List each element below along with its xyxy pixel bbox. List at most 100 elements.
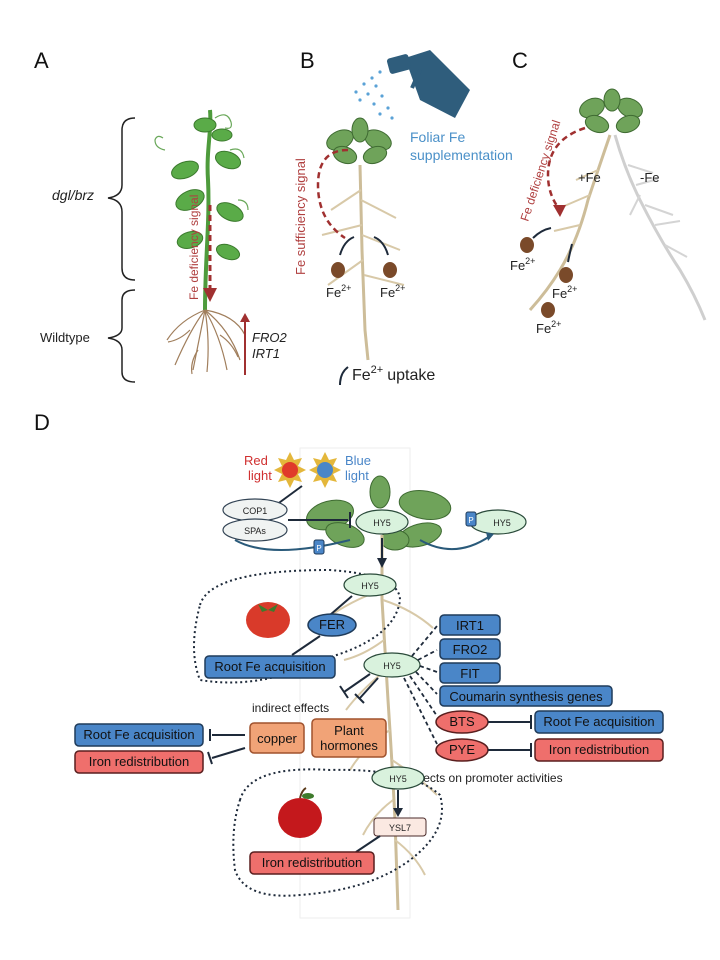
irt1-box [439, 614, 501, 636]
red-light-label-2: light [248, 468, 272, 483]
iron-redis-apple [249, 851, 375, 875]
hy5-phospho-label: HY5 [493, 518, 511, 528]
sufficiency-signal-label: Fe sufficiency signal [293, 158, 308, 275]
deficiency-arrow-head [203, 288, 217, 302]
ysl7-to-redis-arrow [355, 835, 381, 853]
coumarin-box [439, 685, 613, 707]
cop1-label: COP1 [243, 506, 268, 516]
copper-box [249, 722, 305, 754]
phospho-tag-right [465, 511, 477, 527]
pea-roots [166, 309, 246, 375]
main-root-d [380, 535, 400, 911]
hy5-apple-label: HY5 [389, 774, 407, 784]
hy5-central-label: HY5 [383, 661, 401, 671]
fe-label-c1: Fe2+ [510, 256, 535, 273]
apple-icon [278, 787, 322, 838]
bts-label: BTS [449, 714, 475, 729]
pye-label: PYE [449, 742, 475, 757]
hy5-to-fer-arrow [329, 595, 353, 616]
iron-redis-pye [534, 738, 664, 762]
hy5-direct-arrows [403, 625, 438, 745]
panel-label-b: B [300, 48, 315, 73]
lateral-roots-plus-fe [553, 169, 599, 232]
fer-label: FER [319, 617, 345, 632]
hy5-tomato-label: HY5 [361, 581, 379, 591]
fro2-label: FRO2 [453, 642, 488, 657]
blue-light-label-2: light [345, 468, 369, 483]
panel-label-d: D [34, 410, 50, 435]
fe-uptake-label: Fe2+uptake [352, 364, 435, 384]
panel-label-c: C [512, 48, 528, 73]
hy5-top-label: HY5 [373, 518, 391, 528]
root-minus-fe [613, 134, 707, 321]
fe-particle [383, 262, 397, 278]
hy5-apple [371, 766, 425, 790]
brace-top-label: dgl/brz [52, 187, 94, 203]
rosette-c [579, 88, 643, 134]
main-root-b [358, 164, 370, 361]
root-fe-acq-bts-label: Root Fe acquisition [543, 714, 654, 729]
fer-ellipse [307, 613, 357, 637]
spas-ellipse [222, 518, 288, 542]
ysl7-label: YSL7 [389, 823, 411, 833]
sufficiency-signal-path [316, 148, 349, 240]
ysl7-box [373, 817, 427, 837]
hy5-top [355, 509, 409, 535]
rosette-b [326, 117, 392, 165]
spray-droplets [354, 70, 394, 120]
deficiency-arrow-head-c [553, 205, 566, 217]
hy5-mobile-arrow-head [377, 558, 387, 568]
fro2-box [439, 638, 501, 660]
fit-box [439, 662, 501, 684]
tomato-region [193, 568, 402, 684]
root-fe-acq-tomato-label: Root Fe acquisition [214, 659, 325, 674]
red-light-label: Red [244, 453, 268, 468]
blue-light-label: Blue [345, 453, 371, 468]
phospho-arc-right-head [486, 532, 494, 541]
foliar-label: Foliar Fe [410, 129, 465, 145]
indirect-effects-label: indirect effects [252, 701, 329, 715]
fe-particle [331, 262, 345, 278]
phospho-tag-left-label: P [316, 544, 321, 553]
hy5-central [363, 652, 421, 678]
hormones-box [311, 718, 387, 758]
uptake-legend-arrow [339, 366, 349, 386]
direct-effects-label: direct effects on promoter activities [377, 771, 562, 785]
upregulation-arrow-head [240, 313, 250, 322]
coumarin-label: Coumarin synthesis genes [449, 689, 603, 704]
root-fe-acq-bts [534, 710, 664, 734]
far-inhibit-lines [207, 729, 246, 765]
brace-bottom [107, 289, 136, 383]
uptake-arrow [373, 236, 389, 256]
supplementation-label: supplementation [410, 147, 513, 163]
apple-region [232, 768, 443, 897]
panel-d: Red light Blue light COP1 SPAs HY5 HY5 P [74, 447, 664, 919]
gene-irt1: IRT1 [252, 346, 280, 361]
spas-label: SPAs [244, 526, 266, 536]
lateral-roots-b [321, 189, 405, 286]
spray-bottle-icon [386, 50, 470, 118]
root-fe-acq-tomato [204, 655, 336, 679]
irt1-label: IRT1 [456, 618, 484, 633]
fe-label-c2: Fe2+ [552, 284, 577, 301]
copper-label: copper [257, 731, 297, 746]
hy5-tomato [343, 573, 397, 597]
panel-label-a: A [34, 48, 49, 73]
panel-c: +Fe -Fe Fe deficiency signal Fe2+ Fe2+ F… [510, 88, 707, 336]
red-sun-icon [274, 452, 306, 488]
fer-to-acq-arrow [291, 635, 321, 656]
fe-particle [541, 302, 555, 318]
plus-fe-label: +Fe [578, 170, 601, 185]
minus-fe-label: -Fe [640, 170, 660, 185]
deficiency-signal-label: Fe deficiency signal [187, 195, 201, 300]
indirect-inhibit-bar-1 [339, 685, 349, 699]
pea-tendrils [154, 114, 249, 211]
hormones-label: hormones [320, 738, 378, 753]
phospho-tag-left [313, 539, 325, 555]
root-plus-fe [528, 134, 612, 312]
indirect-inhibit-bar-2 [354, 693, 365, 704]
tomato-icon [246, 602, 290, 638]
gene-fro2: FRO2 [252, 330, 287, 345]
plant-frame [299, 447, 411, 919]
